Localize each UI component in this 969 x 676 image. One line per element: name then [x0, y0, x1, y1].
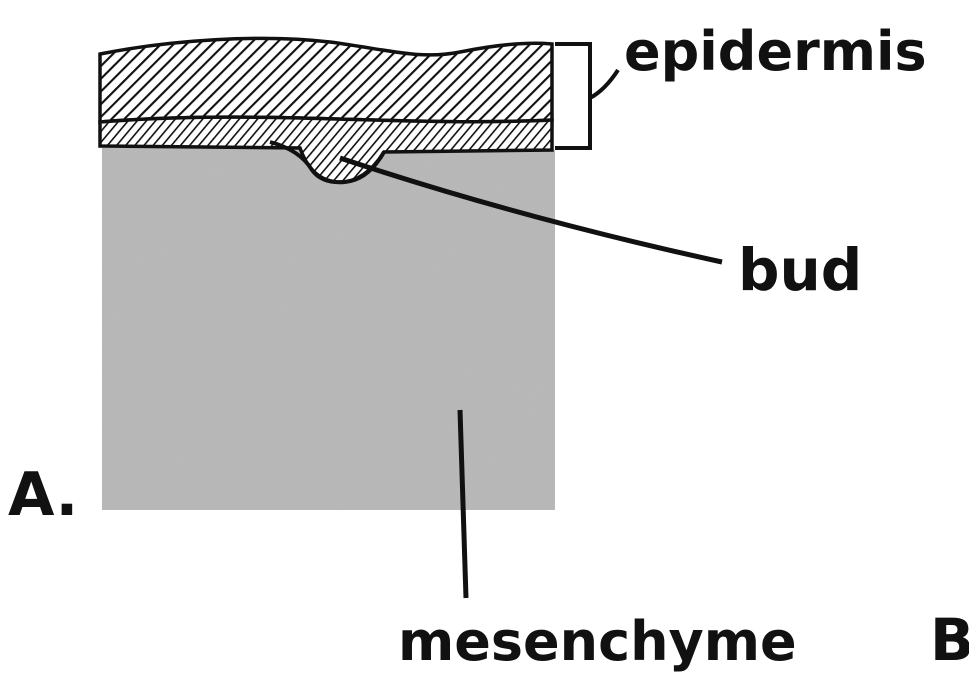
epidermis-leader-line [590, 70, 618, 98]
epidermis-label: epidermis [624, 20, 927, 83]
panel-label-b: B [930, 606, 969, 674]
epidermis-bracket [555, 44, 590, 148]
panel-label-a: A. [8, 460, 78, 530]
bud-label: bud [738, 236, 862, 304]
mesenchyme-label: mesenchyme [398, 610, 797, 673]
epidermis-outer-layer [100, 38, 552, 122]
